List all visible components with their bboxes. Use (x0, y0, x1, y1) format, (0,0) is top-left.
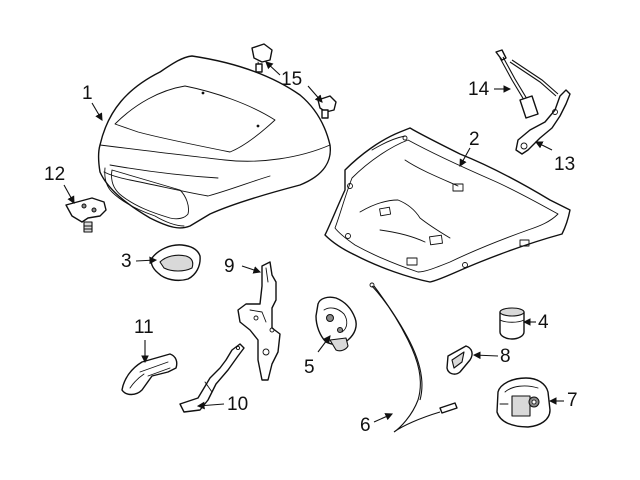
callout-11: 11 (134, 317, 154, 338)
callout-15: 15 (281, 69, 303, 90)
callout-4: 4 (538, 312, 549, 333)
callout-1: 1 (82, 83, 93, 104)
bumper-part (499, 307, 525, 340)
release-cable-part (369, 282, 458, 433)
callout-13: 13 (554, 154, 576, 175)
callout-2: 2 (469, 129, 480, 150)
release-lever-part (121, 353, 178, 396)
hinge-part (65, 197, 107, 233)
insulation-pad-part (324, 127, 571, 283)
callout-12: 12 (44, 164, 66, 185)
hood-part (97, 55, 332, 229)
leader-lines (63, 61, 564, 423)
callout-3: 3 (121, 251, 132, 272)
callout-7: 7 (567, 390, 578, 411)
release-handle-part (150, 244, 201, 282)
callout-8: 8 (500, 346, 511, 367)
callout-14: 14 (468, 79, 490, 100)
callout-9: 9 (224, 256, 235, 277)
strut-part (495, 49, 571, 155)
bracket-part (446, 345, 473, 375)
callout-10: 10 (227, 394, 249, 415)
callout-5: 5 (304, 357, 315, 378)
latch-part (315, 296, 357, 352)
actuator-part (496, 377, 551, 428)
callout-6: 6 (360, 415, 371, 436)
latch-bracket-part (237, 261, 281, 381)
